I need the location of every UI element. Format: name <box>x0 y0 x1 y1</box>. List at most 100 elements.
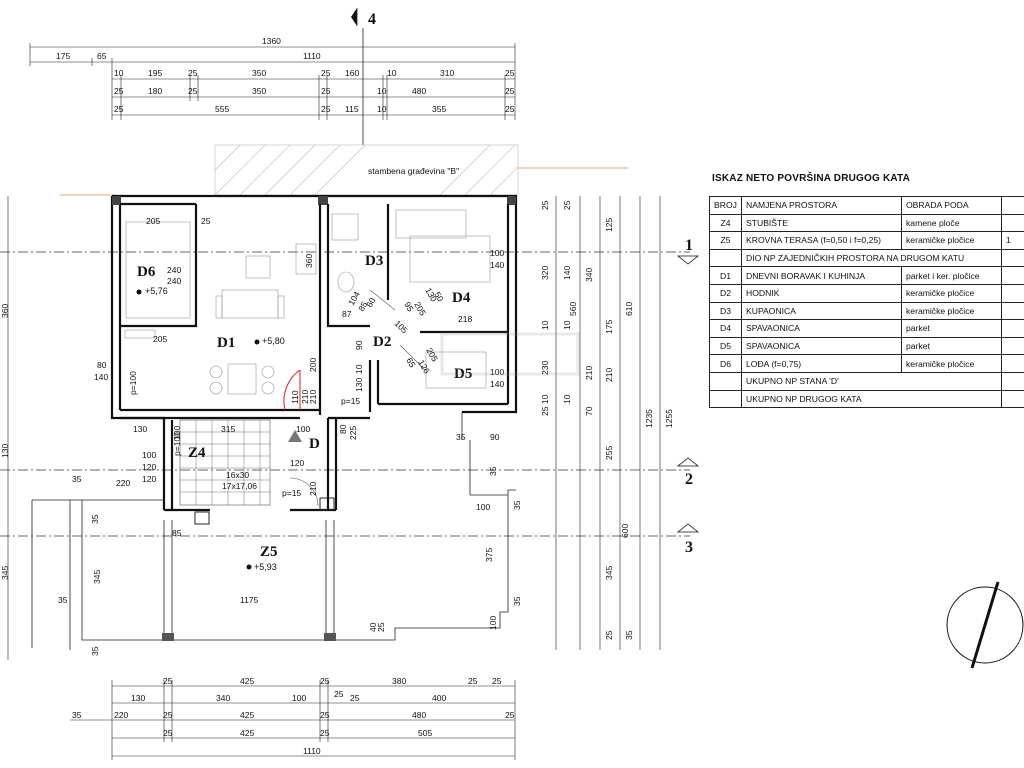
row-floor: keramičke pločice <box>901 354 1002 373</box>
dim-right-c1-10b: 10 <box>540 394 550 404</box>
dim-top-r5-25b: 25 <box>321 104 331 114</box>
plan-d6-25: 25 <box>201 216 211 226</box>
dim-right-c1-25a: 25 <box>540 200 550 210</box>
plan-d2-105: 105 <box>393 318 410 335</box>
row-name: SPAVAONICA <box>741 319 902 338</box>
row-code: D5 <box>709 336 742 356</box>
plan-210a: 210 <box>308 390 318 404</box>
dim-top-r5-355: 355 <box>432 104 446 114</box>
dim-top-r5-25a: 25 <box>114 104 124 114</box>
dim-right-c2-10b: 10 <box>562 394 572 404</box>
plan-d3-87: 87 <box>342 309 352 319</box>
plan-left-80: 80 <box>97 360 107 370</box>
schedule-table: BROJ NAMJENA PROSTORA OBRADA PODA Z4 STU… <box>709 196 1024 409</box>
plan-e-35d: 35 <box>512 596 522 606</box>
plan-st-130: 130 <box>133 424 147 434</box>
dim-right-c1-25b: 25 <box>540 406 550 416</box>
axis-marker-2: 2 <box>676 457 700 488</box>
dim-top-r5-115: 115 <box>345 104 359 114</box>
plan-d6-205: 205 <box>146 216 160 226</box>
dim-right-c3-175: 175 <box>604 320 614 334</box>
plan-d5-100: 100 <box>490 367 504 377</box>
plan-st-100: 100 <box>296 424 310 434</box>
dim-right-c1-230: 230 <box>540 361 550 375</box>
dim-right-c2-25: 25 <box>562 200 572 210</box>
neighbor-building-hatch <box>60 144 628 196</box>
right-dimension-lines <box>555 196 661 650</box>
plan-z5-35e: 35 <box>90 646 100 656</box>
plan-st-210: 210 <box>308 482 318 496</box>
axis-label-1: 1 <box>685 237 693 254</box>
axis-label-2: 2 <box>685 471 693 488</box>
dim-top-1110: 1110 <box>303 51 321 61</box>
dim-bottom-r5-1110: 1110 <box>303 746 321 756</box>
row-code: Z4 <box>709 213 742 233</box>
dim-bottom-r3-425: 425 <box>240 710 254 720</box>
plan-d4-140: 140 <box>490 260 504 270</box>
dim-top-r4-25c: 25 <box>321 86 331 96</box>
plan-z5-25: 25 <box>376 622 386 632</box>
dim-top-r4-480: 480 <box>412 86 426 96</box>
row-span-label: UKUPNO NP DRUGOG KATA <box>741 389 1002 409</box>
room-label-d2: D2 <box>373 334 391 350</box>
row-floor: parket i ker. pločice <box>901 266 1002 285</box>
plan-d4-218: 218 <box>458 314 472 324</box>
row-extra <box>1001 213 1024 233</box>
table-row: UKUPNO NP DRUGOG KATA <box>709 389 1024 409</box>
plan-z5-345: 345 <box>92 570 102 584</box>
dim-top-r3-195: 195 <box>148 68 162 78</box>
watermark <box>440 330 580 389</box>
area-schedule: ISKAZ NETO POVRŠINA DRUGOG KATA BROJ NAM… <box>709 173 1024 409</box>
plan-z5-35: 35 <box>72 474 82 484</box>
row-code: D2 <box>709 283 742 303</box>
table-row: D5 SPAVAONICA parket <box>709 336 1024 356</box>
dim-top-r3-25c: 25 <box>505 68 515 78</box>
row-span-label: UKUPNO NP STANA 'D' <box>741 371 1002 391</box>
plan-z4-120: 120 <box>142 474 156 484</box>
watermark-logo-icon <box>440 332 580 376</box>
dim-right-c3-340: 340 <box>584 268 594 282</box>
room-label-d3: D3 <box>365 253 383 269</box>
dim-bottom-r2-130: 130 <box>131 693 145 703</box>
header-cell-namjena: NAMJENA PROSTORA <box>741 196 902 215</box>
plan-110: 110 <box>290 390 300 404</box>
room-label-d4: D4 <box>452 290 471 306</box>
plan-z5-100: 100 <box>476 502 490 512</box>
dim-top-r4-25a: 25 <box>114 86 124 96</box>
plan-e-35: 35 <box>456 432 466 442</box>
dim-bottom-r3-25a: 25 <box>163 710 173 720</box>
top-dimension-lines <box>29 43 516 120</box>
plan-d4-50: 50 <box>432 290 446 303</box>
plan-210b: 210 <box>300 390 310 404</box>
dim-right-c2-375: 375 <box>484 548 494 562</box>
table-header-row: BROJ NAMJENA PROSTORA OBRADA PODA <box>709 196 1024 215</box>
dim-right-c2-210: 210 <box>584 366 594 380</box>
dim-top-r4-25b: 25 <box>188 86 198 96</box>
row-code: D4 <box>709 319 742 338</box>
dim-bottom-r1-25b: 25 <box>320 676 330 686</box>
dim-right-c1-345: 345 <box>604 566 614 580</box>
plan-d6-240b: 240 <box>167 276 181 286</box>
dim-right-c4-560: 560 <box>568 302 578 316</box>
room-level-d1: +5,80 <box>262 336 285 346</box>
dim-bottom-r2-340: 340 <box>216 693 230 703</box>
dim-right-c4-610: 610 <box>624 302 634 316</box>
plan-z5-85: 85 <box>172 528 182 538</box>
dim-right-c4-1255: 1255 <box>664 409 674 428</box>
dim-right-c1-600: 600 <box>620 524 630 538</box>
dim-bottom-r3-480: 480 <box>412 710 426 720</box>
plan-p15a: p=15 <box>341 396 360 406</box>
axis-label-3: 3 <box>685 539 693 556</box>
walls <box>110 194 518 525</box>
dim-right-c4-1235: 1235 <box>644 409 654 428</box>
dim-bottom-r3-25b: 25 <box>320 710 330 720</box>
dim-bottom-r1-25a: 25 <box>163 676 173 686</box>
plan-st-120b: 120 <box>290 458 304 468</box>
dim-right-c1-255: 255 <box>604 446 614 460</box>
row-code: D6 <box>709 354 742 373</box>
room-label-z4: Z4 <box>188 445 206 461</box>
row-floor: parket <box>901 319 1002 338</box>
plan-z5-220: 220 <box>116 478 130 488</box>
section-marker-4: 4 <box>351 8 376 145</box>
